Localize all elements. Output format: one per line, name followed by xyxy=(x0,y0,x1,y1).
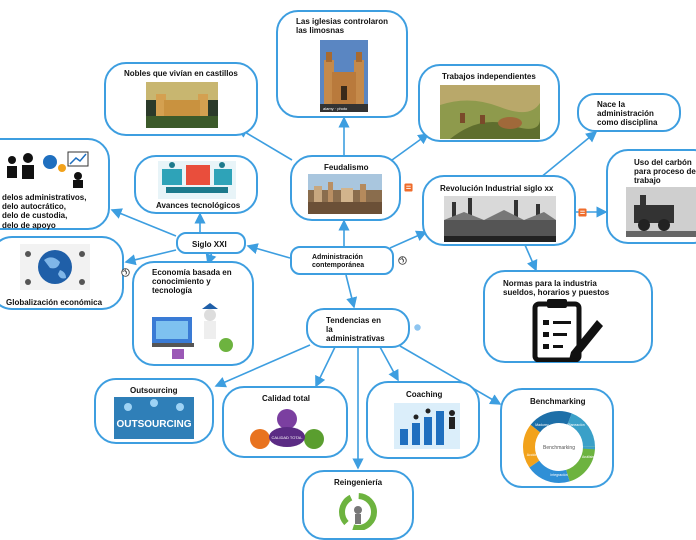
node-feudalismo[interactable]: Feudalismo xyxy=(290,155,401,221)
node-nobles[interactable]: Nobles que vivían en castillos xyxy=(104,62,258,136)
node-revolucion-label: Revolución Industrial siglo xx xyxy=(440,184,554,193)
node-modelos-label: delos administrativos, delo autocrático,… xyxy=(2,193,87,230)
quality-circles-image: CALIDAD TOTAL xyxy=(250,409,324,449)
node-reingenieria-label: Reingeniería xyxy=(334,478,383,487)
node-iglesias-label: Las iglesias controlaron las limosnas xyxy=(296,17,389,36)
node-revolucion[interactable]: Revolución Industrial siglo xx xyxy=(422,175,576,246)
coaching-image xyxy=(394,403,460,449)
node-avances[interactable]: Avances tecnológicos xyxy=(134,155,258,214)
outsourcing-image: OUTSOURCING xyxy=(114,397,194,439)
link-revolucion-normas xyxy=(524,244,538,272)
node-nace-label: Nace la administración como disciplina xyxy=(597,100,658,128)
globe-icon[interactable] xyxy=(121,268,130,277)
reengineering-cycle-image xyxy=(339,493,377,530)
steam-train-image xyxy=(626,187,696,237)
node-avances-label: Avances tecnológicos xyxy=(156,201,241,210)
bench-segment-1: Planeación xyxy=(567,423,584,427)
node-normas[interactable]: Normas para la industria sueldos, horari… xyxy=(483,270,653,363)
node-admin-label: Administración contemporánea xyxy=(312,254,365,270)
link-tendencias-coaching xyxy=(379,346,399,382)
tech-devices-image xyxy=(158,161,236,199)
node-outsourcing-label: Outsourcing xyxy=(130,386,178,395)
node-reingenieria[interactable]: Reingeniería xyxy=(302,470,414,540)
link-admin-siglo xyxy=(246,243,291,259)
bench-segment-2: Análisis xyxy=(582,455,594,459)
node-siglo-label: Siglo XXI xyxy=(192,240,227,249)
link-siglo-modelos xyxy=(110,208,177,237)
node-trabajos[interactable]: Trabajos independientes xyxy=(418,64,560,142)
node-carbon-label: Uso del carbón para proceso de trabajo xyxy=(634,158,696,186)
node-outsourcing[interactable]: Outsourcing OUTSOURCING xyxy=(94,378,214,444)
farm-work-image xyxy=(440,85,540,139)
link-admin-revolucion xyxy=(389,230,428,249)
church-image-caption: alamy · photo xyxy=(323,106,348,111)
mind-map: Administración contemporánea Feudalismo … xyxy=(0,10,696,540)
note-icon[interactable] xyxy=(578,208,587,217)
node-iglesias[interactable]: Las iglesias controlaron las limosnas al… xyxy=(276,10,408,118)
node-siglo[interactable]: Siglo XXI xyxy=(176,232,246,254)
node-globalizacion-label: Globalización económica xyxy=(6,298,103,307)
node-globalizacion[interactable]: Globalización económica xyxy=(0,236,124,310)
connector-lines xyxy=(110,116,608,470)
node-admin[interactable]: Administración contemporánea xyxy=(290,246,394,275)
node-carbon[interactable]: Uso del carbón para proceso de trabajo xyxy=(606,149,696,244)
bench-center-text: Benchmarking xyxy=(543,445,575,451)
bench-segment-4: Acción xyxy=(527,453,538,457)
node-nace[interactable]: Nace la administración como disciplina xyxy=(577,93,681,132)
node-modelos[interactable]: delos administrativos, delo autocrático,… xyxy=(0,138,110,230)
castle-image xyxy=(146,82,218,128)
church-image: alamy · photo xyxy=(320,40,368,112)
node-trabajos-label: Trabajos independientes xyxy=(442,72,536,81)
team-network-image xyxy=(7,151,89,188)
link-revolucion-nace xyxy=(539,130,598,179)
bench-segment-3: Integración xyxy=(550,473,567,477)
bench-segment-5: Madurez xyxy=(535,423,549,427)
node-economia[interactable]: Economía basada en conocimiento y tecnol… xyxy=(132,261,254,366)
node-normas-label: Normas para la industria sueldos, horari… xyxy=(503,279,610,298)
medieval-city-image xyxy=(308,174,382,214)
clipboard-checklist-icon xyxy=(532,299,603,362)
node-tendencias[interactable]: Tendencias en la administrativas xyxy=(306,308,410,348)
knowledge-laptop-image xyxy=(152,303,233,359)
link-admin-tendencias xyxy=(345,274,358,309)
node-feudalismo-label: Feudalismo xyxy=(324,163,369,172)
globe-icon[interactable] xyxy=(398,256,407,265)
industrial-engraving-image xyxy=(444,196,556,242)
attachment-dot-icon[interactable] xyxy=(413,323,422,332)
node-calidad[interactable]: Calidad total CALIDAD TOTAL xyxy=(222,386,348,458)
link-tendencias-calidad xyxy=(315,346,336,388)
link-feudalismo-nobles xyxy=(236,127,293,161)
link-tendencias-benchmarking xyxy=(399,345,502,405)
quality-center-text: CALIDAD TOTAL xyxy=(272,435,304,440)
node-coaching-label: Coaching xyxy=(406,390,443,399)
note-icon[interactable] xyxy=(404,183,413,192)
node-coaching[interactable]: Coaching xyxy=(366,381,480,459)
node-benchmarking[interactable]: Benchmarking Benchmarking Planeación Aná… xyxy=(500,388,614,488)
outsourcing-image-text: OUTSOURCING xyxy=(117,419,192,430)
node-calidad-label: Calidad total xyxy=(262,394,311,403)
link-siglo-globalizacion xyxy=(124,249,177,266)
link-tendencias-outsourcing xyxy=(214,344,311,388)
node-benchmarking-label: Benchmarking xyxy=(530,397,586,406)
node-economia-label: Economía basada en conocimiento y tecnol… xyxy=(152,268,232,296)
globe-network-image xyxy=(20,244,90,290)
node-nobles-label: Nobles que vivían en castillos xyxy=(124,69,238,78)
benchmarking-cycle-image: Benchmarking Planeación Análisis Integra… xyxy=(523,411,595,483)
node-tendencias-label: Tendencias en la administrativas xyxy=(326,316,385,344)
link-feudalismo-trabajos xyxy=(391,133,430,161)
